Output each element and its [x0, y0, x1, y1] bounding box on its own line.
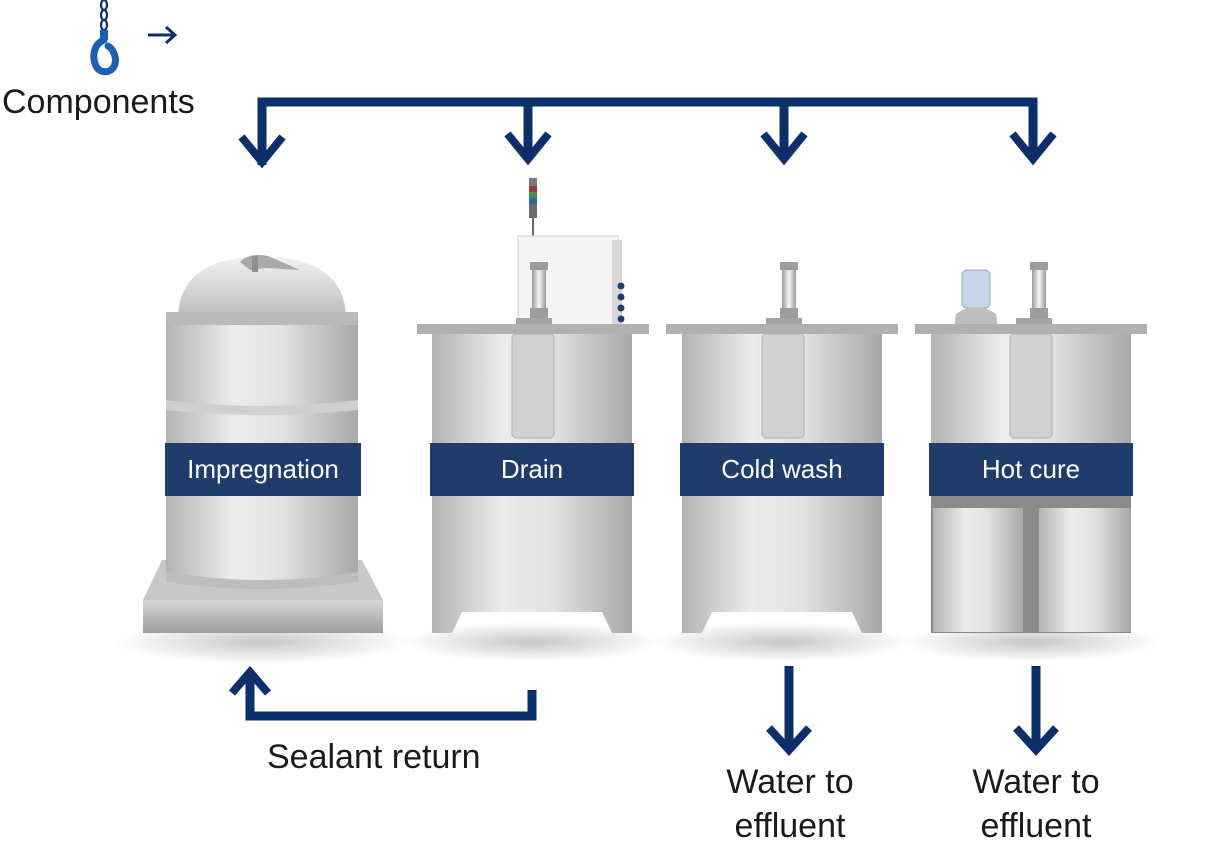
sealant-return-label: Sealant return	[267, 738, 481, 776]
effluent-label-hot-cure: Water to effluent	[936, 760, 1136, 848]
sight-glass-icon	[780, 262, 798, 318]
impregnation-tank	[143, 254, 383, 633]
floor-shadow	[652, 622, 912, 662]
effluent-line1: Water to	[972, 763, 1100, 801]
sight-glass-icon	[1030, 262, 1048, 318]
station-label-hot-cure: Hot cure	[982, 454, 1080, 484]
chain-icon	[99, 0, 109, 32]
arrowheads-down	[238, 131, 1057, 169]
sealant-return-arrow	[228, 665, 537, 721]
stack-light-icon	[529, 178, 537, 236]
distribution-arrows	[257, 97, 1038, 165]
band-cold-wash	[680, 443, 884, 496]
effluent-line2: effluent	[734, 807, 846, 845]
sight-glass-icon	[530, 262, 548, 318]
floor-shadow	[402, 622, 662, 662]
station-label-drain: Drain	[501, 454, 563, 484]
band-hot-cure	[929, 443, 1133, 496]
station-label-cold-wash: Cold wash	[721, 454, 842, 484]
components-label: Components	[2, 83, 195, 121]
band-drain	[430, 443, 634, 496]
drain-tank	[417, 178, 649, 633]
effluent-line2: effluent	[980, 807, 1092, 845]
hook-icon	[90, 0, 119, 76]
station-bands: Impregnation Drain Cold wash Hot cure	[165, 443, 1133, 496]
effluent-label-cold-wash: Water to effluent	[690, 760, 890, 848]
band-impregnation	[165, 443, 361, 496]
effluent-arrows	[766, 666, 1059, 756]
station-label-impregnation: Impregnation	[187, 454, 339, 484]
effluent-line1: Water to	[726, 763, 854, 801]
arrow-right-icon	[148, 25, 178, 45]
